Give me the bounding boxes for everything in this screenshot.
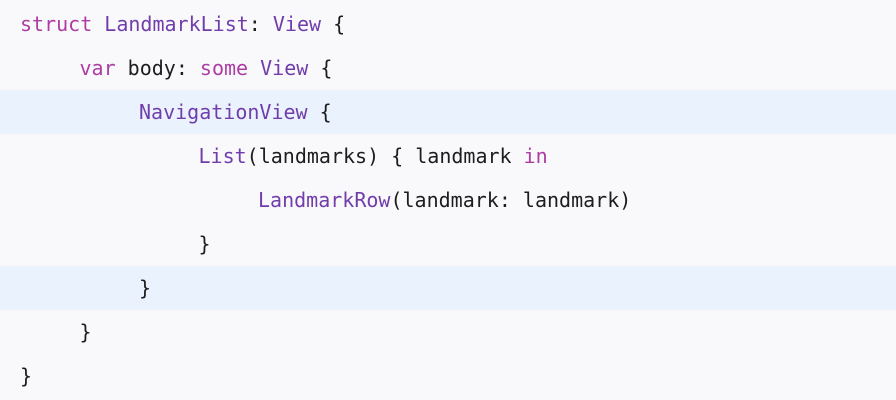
code-token-plain: } — [20, 364, 33, 388]
code-line: } — [0, 310, 896, 354]
code-token-keyword: some — [199, 56, 249, 80]
code-line: } — [0, 266, 896, 310]
code-token-type: List — [198, 144, 247, 168]
code-line: } — [0, 354, 896, 398]
code-token-type: NavigationView — [139, 100, 308, 124]
code-line-text: } — [80, 310, 92, 354]
code-token-type: LandmarkList — [104, 12, 249, 36]
code-line-text: } — [199, 222, 211, 266]
code-token-plain: (landmark: landmark) — [390, 188, 632, 212]
code-token-plain: } — [139, 276, 152, 300]
code-token-plain: { — [321, 12, 346, 36]
code-token-type: View — [260, 56, 309, 80]
code-line: } — [0, 222, 896, 266]
code-line: struct LandmarkList: View { — [0, 2, 896, 46]
code-line-text: struct LandmarkList: View { — [20, 2, 345, 46]
code-line-text: } — [20, 354, 32, 398]
code-token-keyword: var — [79, 56, 116, 80]
code-token-plain: : — [248, 12, 273, 36]
code-line: LandmarkRow(landmark: landmark) — [0, 178, 896, 222]
code-token-type: View — [272, 12, 322, 36]
code-line: NavigationView { — [0, 90, 896, 134]
code-token-plain — [92, 12, 104, 36]
code-line-text: List(landmarks) { landmark in — [199, 134, 548, 178]
code-token-plain: (landmarks) { landmark — [246, 144, 524, 168]
code-token-plain: } — [198, 232, 211, 256]
code-token-plain: { — [307, 100, 332, 124]
code-line-text: var body: some View { — [80, 46, 333, 90]
code-line-text: } — [139, 266, 151, 310]
code-token-type: LandmarkRow — [258, 188, 391, 212]
code-line: var body: some View { — [0, 46, 896, 90]
code-token-keyword: struct — [20, 12, 93, 36]
code-line: List(landmarks) { landmark in — [0, 134, 896, 178]
code-line-text: NavigationView { — [139, 90, 332, 134]
code-token-keyword: in — [523, 144, 548, 168]
code-token-plain: } — [79, 320, 92, 344]
code-token-plain: body: — [115, 56, 200, 80]
code-token-plain: { — [308, 56, 333, 80]
code-token-plain — [248, 56, 260, 80]
code-line-text: LandmarkRow(landmark: landmark) — [258, 178, 631, 222]
